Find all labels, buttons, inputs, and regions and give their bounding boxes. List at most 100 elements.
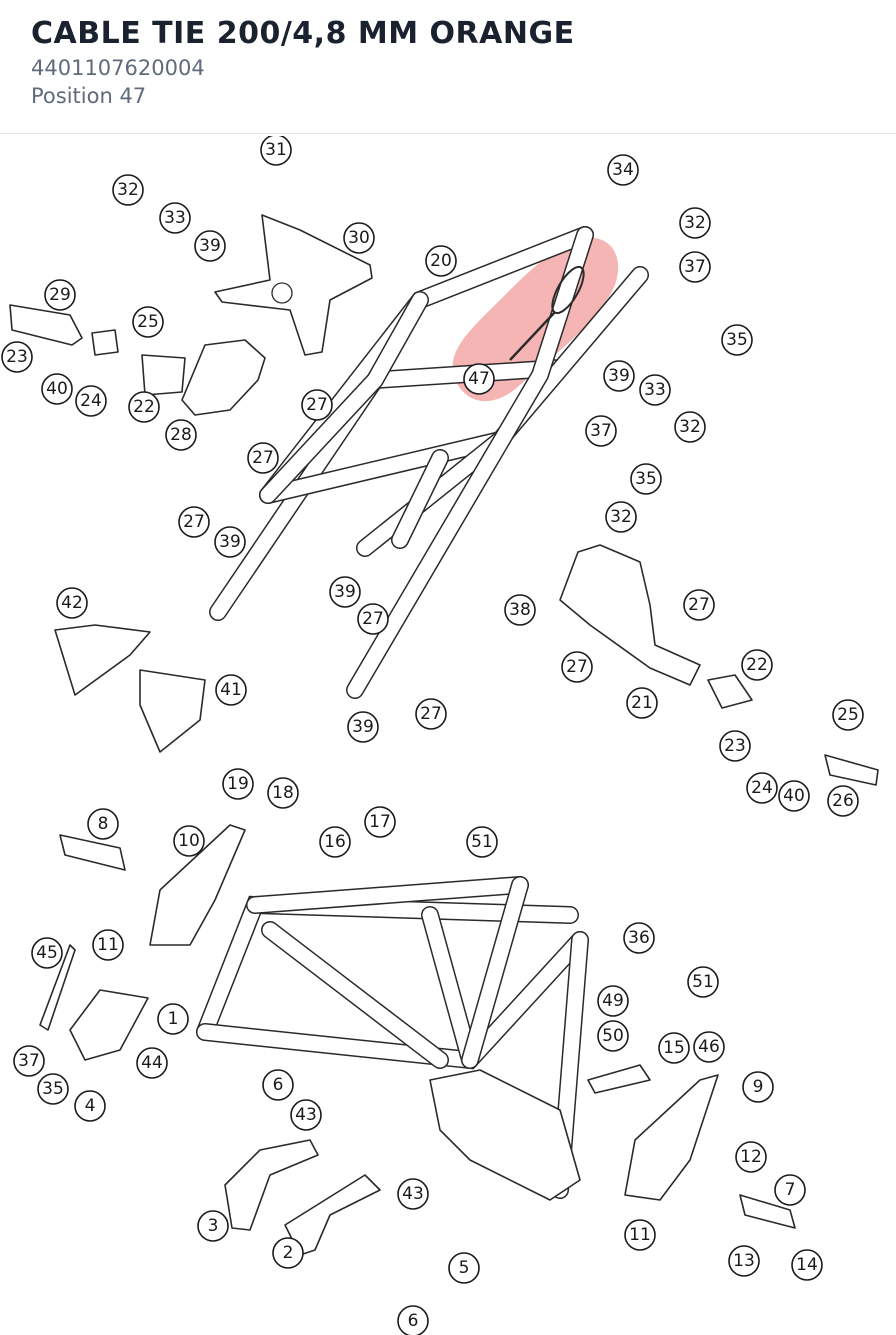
callout-39[interactable]: 39 <box>194 230 226 262</box>
callout-35[interactable]: 35 <box>630 463 662 495</box>
callout-46[interactable]: 46 <box>693 1031 725 1063</box>
callout-37[interactable]: 37 <box>585 415 617 447</box>
callout-circle <box>87 808 119 840</box>
callout-18[interactable]: 18 <box>267 777 299 809</box>
callout-33[interactable]: 33 <box>159 202 191 234</box>
callout-22[interactable]: 22 <box>741 649 773 681</box>
callout-32[interactable]: 32 <box>605 501 637 533</box>
callout-39[interactable]: 39 <box>214 526 246 558</box>
callout-44[interactable]: 44 <box>136 1047 168 1079</box>
callout-circle <box>687 966 719 998</box>
callout-32[interactable]: 32 <box>112 174 144 206</box>
callout-27[interactable]: 27 <box>301 389 333 421</box>
callout-24[interactable]: 24 <box>75 385 107 417</box>
callout-number: 16 <box>324 832 346 852</box>
callout-39[interactable]: 39 <box>347 711 379 743</box>
callout-7[interactable]: 7 <box>774 1174 806 1206</box>
callout-20[interactable]: 20 <box>425 245 457 277</box>
callout-27[interactable]: 27 <box>247 442 279 474</box>
callout-45[interactable]: 45 <box>31 937 63 969</box>
callout-22[interactable]: 22 <box>128 391 160 423</box>
callout-27[interactable]: 27 <box>561 651 593 683</box>
callout-circle <box>319 826 351 858</box>
callout-5[interactable]: 5 <box>448 1252 480 1284</box>
callout-number: 25 <box>837 705 859 725</box>
callout-37[interactable]: 37 <box>13 1045 45 1077</box>
right-front-footrest <box>587 1064 796 1229</box>
callout-21[interactable]: 21 <box>626 687 658 719</box>
callout-29[interactable]: 29 <box>44 279 76 311</box>
callout-35[interactable]: 35 <box>721 324 753 356</box>
callout-number: 51 <box>471 832 493 852</box>
callout-42[interactable]: 42 <box>56 587 88 619</box>
callout-19[interactable]: 19 <box>222 768 254 800</box>
callout-32[interactable]: 32 <box>674 411 706 443</box>
callout-circle <box>364 806 396 838</box>
callout-12[interactable]: 12 <box>735 1141 767 1173</box>
callout-32[interactable]: 32 <box>679 207 711 239</box>
callout-23[interactable]: 23 <box>1 341 33 373</box>
callout-circle <box>75 385 107 417</box>
callout-26[interactable]: 26 <box>827 785 859 817</box>
callout-27[interactable]: 27 <box>357 603 389 635</box>
callout-51[interactable]: 51 <box>687 966 719 998</box>
callout-51[interactable]: 51 <box>466 826 498 858</box>
callout-number: 31 <box>265 140 287 160</box>
callout-39[interactable]: 39 <box>603 360 635 392</box>
callout-31[interactable]: 31 <box>260 136 292 166</box>
callout-15[interactable]: 15 <box>658 1032 690 1064</box>
callout-8[interactable]: 8 <box>87 808 119 840</box>
callout-30[interactable]: 30 <box>343 222 375 254</box>
callout-14[interactable]: 14 <box>791 1249 823 1281</box>
callout-circle <box>44 279 76 311</box>
callout-number: 27 <box>420 704 442 724</box>
callout-circle <box>683 589 715 621</box>
callout-40[interactable]: 40 <box>41 373 73 405</box>
callout-43[interactable]: 43 <box>397 1178 429 1210</box>
callout-6[interactable]: 6 <box>262 1069 294 1101</box>
callout-34[interactable]: 34 <box>607 154 639 186</box>
callout-circle <box>290 1099 322 1131</box>
callout-4[interactable]: 4 <box>74 1090 106 1122</box>
callout-38[interactable]: 38 <box>504 594 536 626</box>
callout-3[interactable]: 3 <box>197 1210 229 1242</box>
callout-circle <box>463 363 495 395</box>
callout-11[interactable]: 11 <box>624 1219 656 1251</box>
left-front-footrest <box>39 824 246 1061</box>
callout-25[interactable]: 25 <box>132 306 164 338</box>
callout-41[interactable]: 41 <box>215 674 247 706</box>
callout-27[interactable]: 27 <box>415 698 447 730</box>
callout-47[interactable]: 47 <box>463 363 495 395</box>
callout-35[interactable]: 35 <box>37 1073 69 1105</box>
callout-1[interactable]: 1 <box>157 1003 189 1035</box>
callout-39[interactable]: 39 <box>329 576 361 608</box>
callout-number: 11 <box>629 1225 651 1245</box>
callout-33[interactable]: 33 <box>639 374 671 406</box>
callout-circle <box>721 324 753 356</box>
callout-24[interactable]: 24 <box>746 772 778 804</box>
callout-circle <box>448 1252 480 1284</box>
callout-11[interactable]: 11 <box>92 929 124 961</box>
callout-circle <box>194 230 226 262</box>
callout-circle <box>626 687 658 719</box>
callout-13[interactable]: 13 <box>728 1245 760 1277</box>
callout-37[interactable]: 37 <box>679 251 711 283</box>
callout-number: 22 <box>746 655 768 675</box>
callout-6[interactable]: 6 <box>397 1305 429 1335</box>
callout-25[interactable]: 25 <box>832 699 864 731</box>
callout-17[interactable]: 17 <box>364 806 396 838</box>
callout-49[interactable]: 49 <box>597 985 629 1017</box>
callout-23[interactable]: 23 <box>719 730 751 762</box>
callout-16[interactable]: 16 <box>319 826 351 858</box>
callout-50[interactable]: 50 <box>597 1020 629 1052</box>
callout-28[interactable]: 28 <box>165 419 197 451</box>
callout-40[interactable]: 40 <box>778 780 810 812</box>
callout-43[interactable]: 43 <box>290 1099 322 1131</box>
callout-9[interactable]: 9 <box>742 1071 774 1103</box>
callout-10[interactable]: 10 <box>173 825 205 857</box>
callout-number: 9 <box>753 1077 764 1097</box>
callout-27[interactable]: 27 <box>178 506 210 538</box>
callout-2[interactable]: 2 <box>272 1237 304 1269</box>
callout-36[interactable]: 36 <box>623 922 655 954</box>
callout-27[interactable]: 27 <box>683 589 715 621</box>
